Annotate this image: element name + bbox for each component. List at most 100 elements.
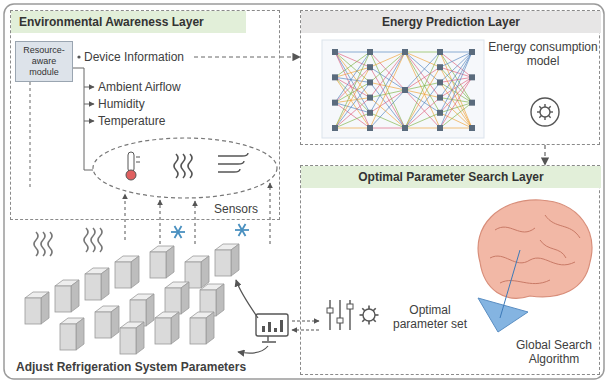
rack-side xyxy=(231,244,239,276)
brain-fold xyxy=(495,227,535,232)
module-box: Resource-aware module xyxy=(15,41,73,82)
network-link xyxy=(370,113,405,128)
rack-front xyxy=(115,262,131,288)
heat-wave xyxy=(48,232,52,256)
network-link xyxy=(405,90,440,128)
neural-network-figure xyxy=(322,40,484,138)
network-unit xyxy=(437,64,443,70)
sensor-arrow xyxy=(195,201,196,244)
model-icon xyxy=(531,98,559,126)
snowflake-icon xyxy=(171,226,185,238)
rack-side xyxy=(111,306,119,338)
exchange-arrow xyxy=(292,321,319,322)
network-unit xyxy=(469,49,475,55)
sensor-wires xyxy=(30,68,94,190)
sensor-ellipse xyxy=(93,138,277,198)
rack-side xyxy=(216,284,224,316)
network-link xyxy=(335,67,370,128)
flow-connector xyxy=(280,56,300,57)
wire xyxy=(70,68,93,170)
heat-wave xyxy=(188,154,192,178)
network-unit xyxy=(367,49,373,55)
heat-wave xyxy=(181,154,185,178)
rack-front xyxy=(190,318,206,344)
monitor-bar xyxy=(262,326,265,332)
network-link xyxy=(405,113,440,128)
brain-shape xyxy=(478,200,592,298)
algorithm-label: Global Search Algorithm xyxy=(508,338,600,366)
gear-tooth xyxy=(373,319,375,321)
model-label: Energy consumption model xyxy=(488,40,598,68)
network-unit xyxy=(367,95,373,101)
network-unit xyxy=(332,100,338,106)
monitor-icon xyxy=(236,280,319,353)
sensor-arrow xyxy=(270,183,271,244)
network-link xyxy=(370,52,405,82)
network-unit xyxy=(402,87,408,93)
brain-fold xyxy=(500,280,550,284)
gear-tooth xyxy=(360,314,364,316)
network-link xyxy=(405,52,440,82)
gear-tooth xyxy=(544,104,545,107)
network-link xyxy=(370,52,405,53)
network-link xyxy=(335,77,370,82)
network-link xyxy=(370,67,405,128)
sensor-label: Sensors xyxy=(214,202,258,216)
snowflake-arm xyxy=(239,224,246,236)
network-link xyxy=(335,52,370,128)
monitor-stand xyxy=(262,336,276,342)
heat-wave xyxy=(98,228,102,252)
rack-side xyxy=(171,312,179,344)
rack-side xyxy=(201,256,209,288)
wire xyxy=(30,82,31,190)
heat-icon xyxy=(84,228,102,252)
brain-fold xyxy=(490,256,575,265)
rack-front xyxy=(55,286,71,312)
sensor-label: Humidity xyxy=(98,97,145,111)
server-racks xyxy=(25,244,239,354)
heat-wave xyxy=(41,232,45,256)
bullet-dot xyxy=(77,55,80,58)
action-label: Adjust Refrigeration System Parameters xyxy=(16,360,246,374)
network-unit xyxy=(402,49,408,55)
rack-side xyxy=(181,282,189,314)
slider-knob xyxy=(327,308,333,313)
gear-core xyxy=(540,107,550,117)
network-link xyxy=(370,52,405,128)
network-link xyxy=(370,67,405,90)
network-link xyxy=(405,128,440,129)
network-link xyxy=(440,77,472,128)
rack-side xyxy=(131,256,139,288)
device-info-leader xyxy=(194,57,278,58)
network-link xyxy=(335,52,370,128)
monitor-bar xyxy=(274,328,277,332)
network-unit xyxy=(367,125,373,131)
network-unit xyxy=(437,110,443,116)
thermometer-tube xyxy=(128,152,134,172)
network-unit xyxy=(367,64,373,70)
network-link xyxy=(405,52,440,53)
brain-fold xyxy=(540,240,566,258)
data-label: Device Information xyxy=(84,50,184,64)
network-link xyxy=(335,128,370,129)
wire-branch xyxy=(84,121,94,122)
sensor-arrow xyxy=(160,200,161,244)
slider-rail xyxy=(339,300,340,330)
snowflake-arm xyxy=(175,226,182,238)
control-arrow xyxy=(236,280,258,318)
network-link xyxy=(335,98,370,128)
outer-frame xyxy=(4,4,604,379)
network-link xyxy=(405,82,440,128)
rack-front xyxy=(95,312,111,338)
network-link xyxy=(370,52,405,128)
network-link xyxy=(440,52,472,53)
slider-knob xyxy=(337,318,343,323)
rack-front xyxy=(120,328,136,354)
network-link xyxy=(335,52,370,53)
rack-front xyxy=(85,274,101,300)
result-label: Optimal parameter set xyxy=(388,303,472,331)
layer-heading: Environmental Awareness Layer xyxy=(11,11,246,33)
network-link xyxy=(370,52,405,113)
network-unit xyxy=(367,110,373,116)
